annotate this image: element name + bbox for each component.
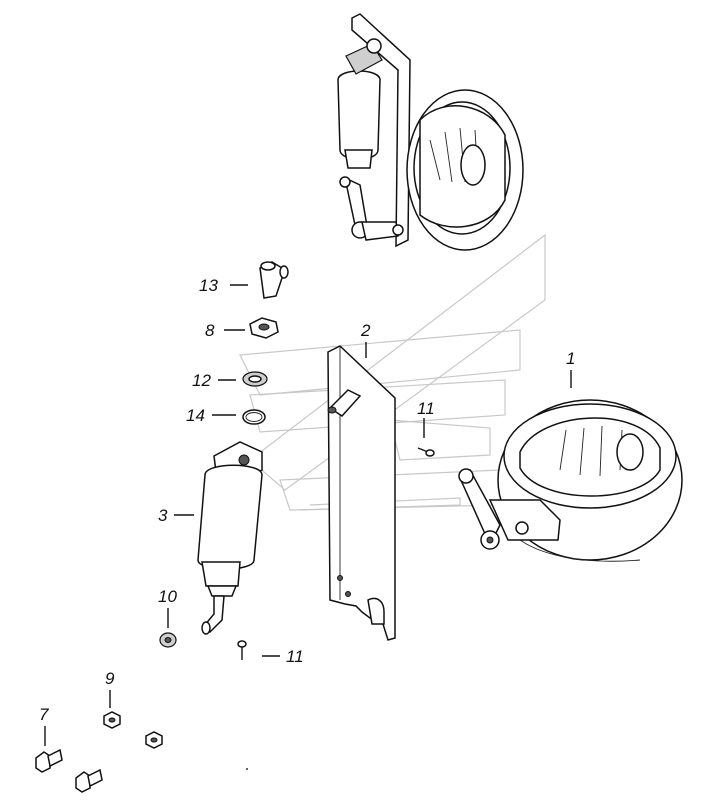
stray-mark <box>246 768 248 770</box>
part-12-washer <box>242 371 268 387</box>
leader-lines <box>44 284 572 746</box>
callout-8: 8 <box>205 321 215 340</box>
part-7-bolts <box>35 748 103 793</box>
upper-assembly <box>337 13 524 251</box>
callout-9: 9 <box>105 669 115 688</box>
part-10-washer <box>159 632 177 648</box>
part-8-hex-nut <box>249 317 279 339</box>
callout-13: 13 <box>199 276 218 295</box>
part-2-bracket <box>327 345 396 641</box>
callout-14: 14 <box>186 406 205 425</box>
part-14-o-ring <box>242 409 266 425</box>
part-1-housing <box>458 399 683 562</box>
callout-11-lower: 11 <box>286 647 304 666</box>
callout-labels: 13 8 12 14 2 1 11 3 10 11 9 7 <box>39 276 575 724</box>
callout-11-upper: 11 <box>417 399 435 418</box>
part-3-cylinder <box>197 441 263 635</box>
callout-12: 12 <box>192 371 211 390</box>
part-13-elbow-fitting <box>259 261 289 299</box>
callout-2: 2 <box>360 321 371 340</box>
part-11-cotter-pin-lower <box>237 640 247 660</box>
part-11-cotter-pin-upper <box>417 447 435 457</box>
callout-7: 7 <box>39 705 49 724</box>
callout-10: 10 <box>158 587 177 606</box>
callout-1: 1 <box>566 349 575 368</box>
callout-3: 3 <box>158 506 168 525</box>
part-9-nuts <box>103 711 163 749</box>
